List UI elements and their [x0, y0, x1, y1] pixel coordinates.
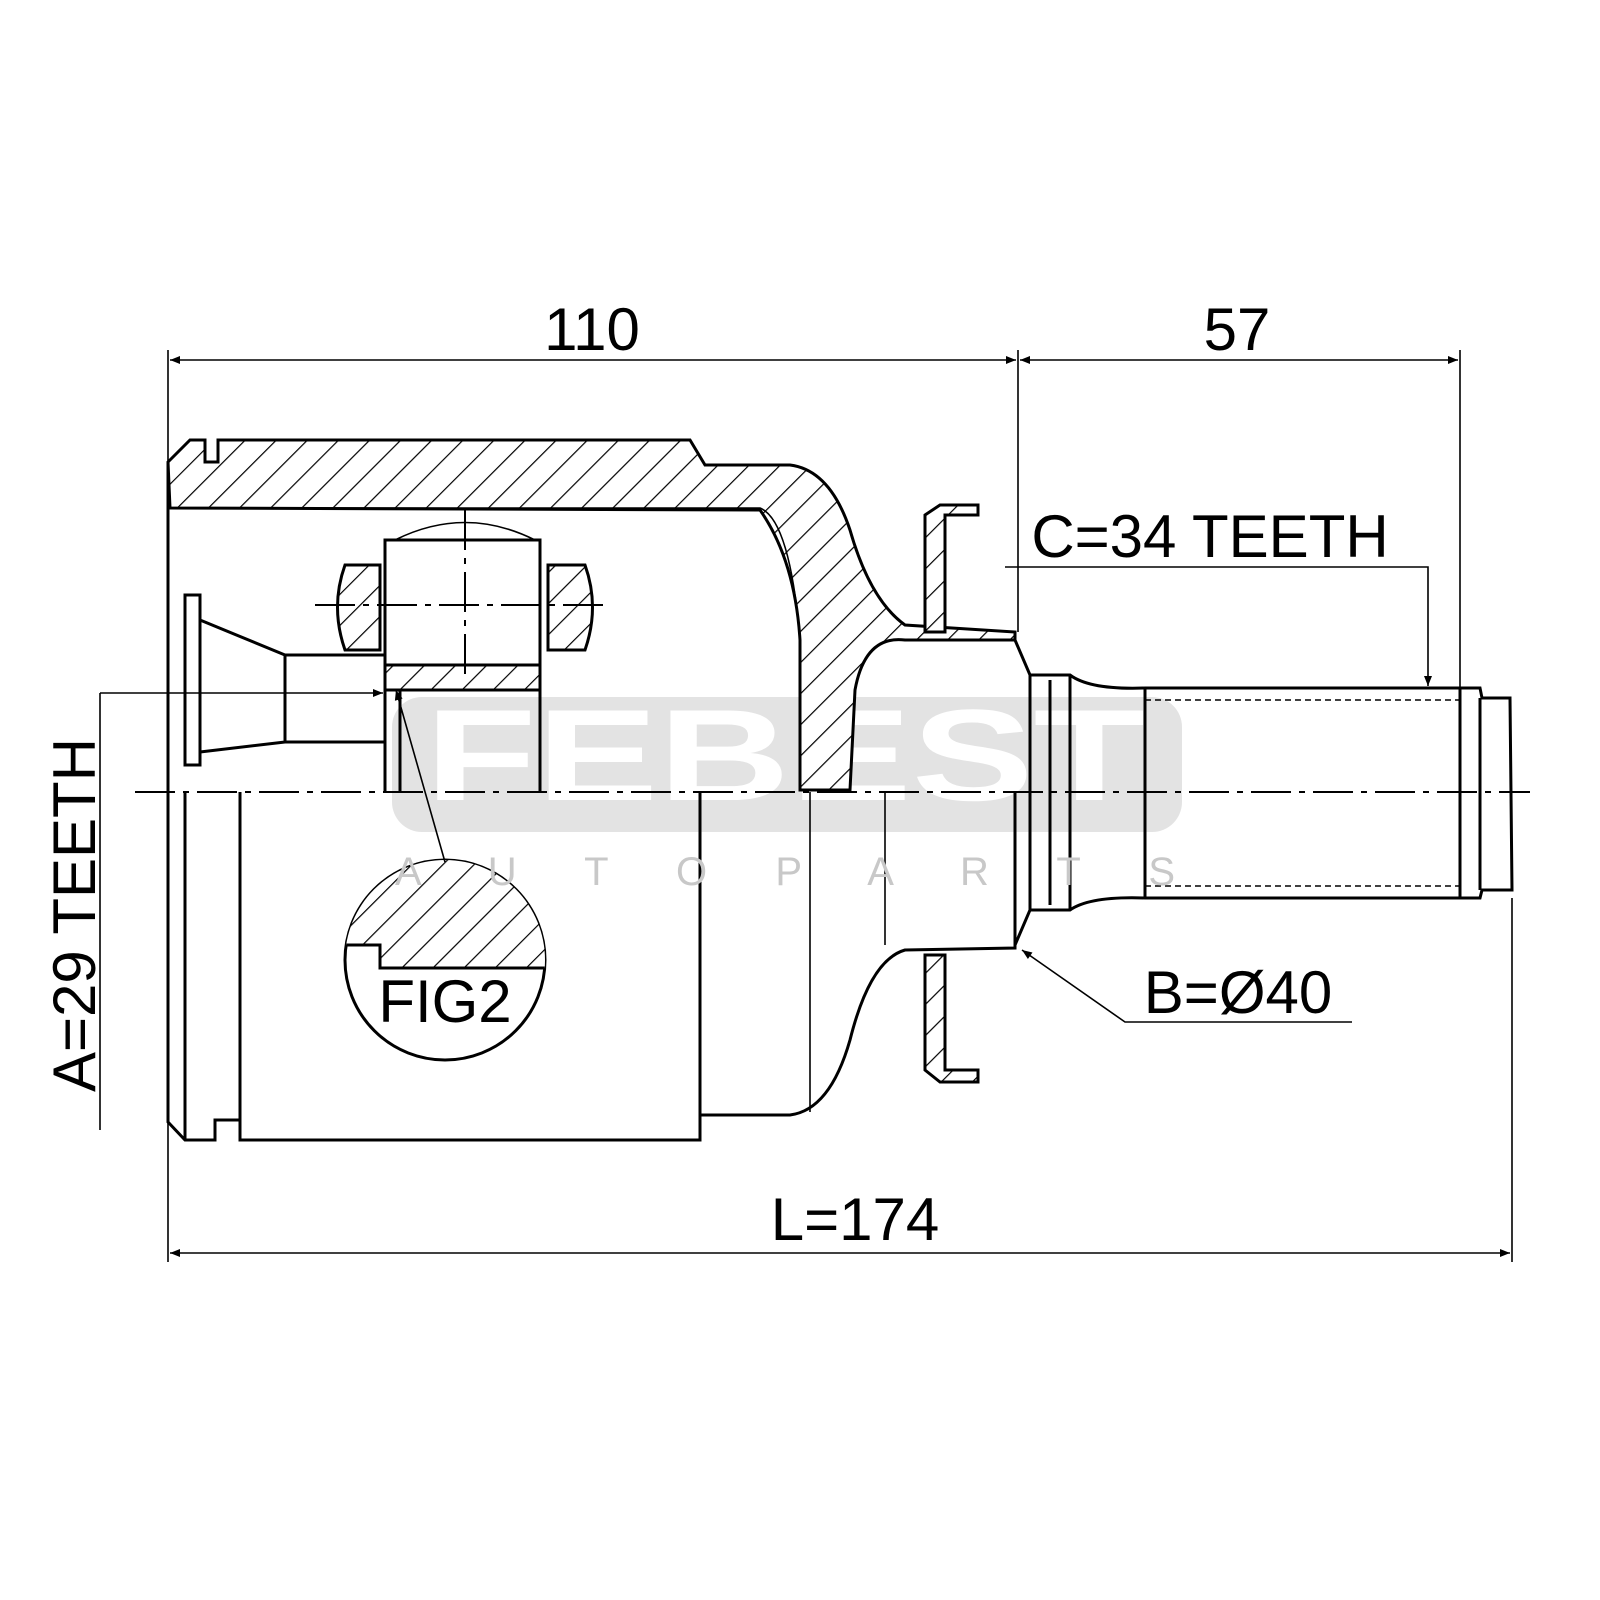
b-leader — [1021, 949, 1352, 1023]
inner-stub — [183, 593, 385, 767]
flange-upper — [923, 503, 980, 634]
a-teeth-label: A=29 TEETH — [41, 738, 108, 1092]
b-diameter-label: B=Ø40 — [1144, 959, 1332, 1026]
dim-total-label: L=174 — [771, 1186, 940, 1253]
tripod-assembly — [315, 510, 610, 792]
watermark: FEBEST — [392, 682, 1182, 832]
fig2-leader — [394, 689, 446, 863]
c-teeth-label: C=34 TEETH — [1031, 503, 1388, 570]
fig2-label: FIG2 — [378, 968, 511, 1035]
dim-110-label: 110 — [544, 296, 640, 363]
fig2-detail: FIG2 — [343, 858, 547, 1062]
housing-inner-line — [175, 507, 801, 641]
dim-57-label: 57 — [1204, 296, 1271, 363]
watermark-brand: FEBEST — [425, 682, 1145, 828]
watermark-band — [392, 697, 1182, 832]
flange-lower — [923, 953, 980, 1084]
housing-section — [166, 438, 1017, 792]
c-leader — [1005, 566, 1432, 686]
housing-lower-outline — [166, 792, 1017, 1142]
housing-lower — [166, 462, 1017, 1142]
watermark-tagline: A U T O P A R T S — [395, 850, 1175, 894]
